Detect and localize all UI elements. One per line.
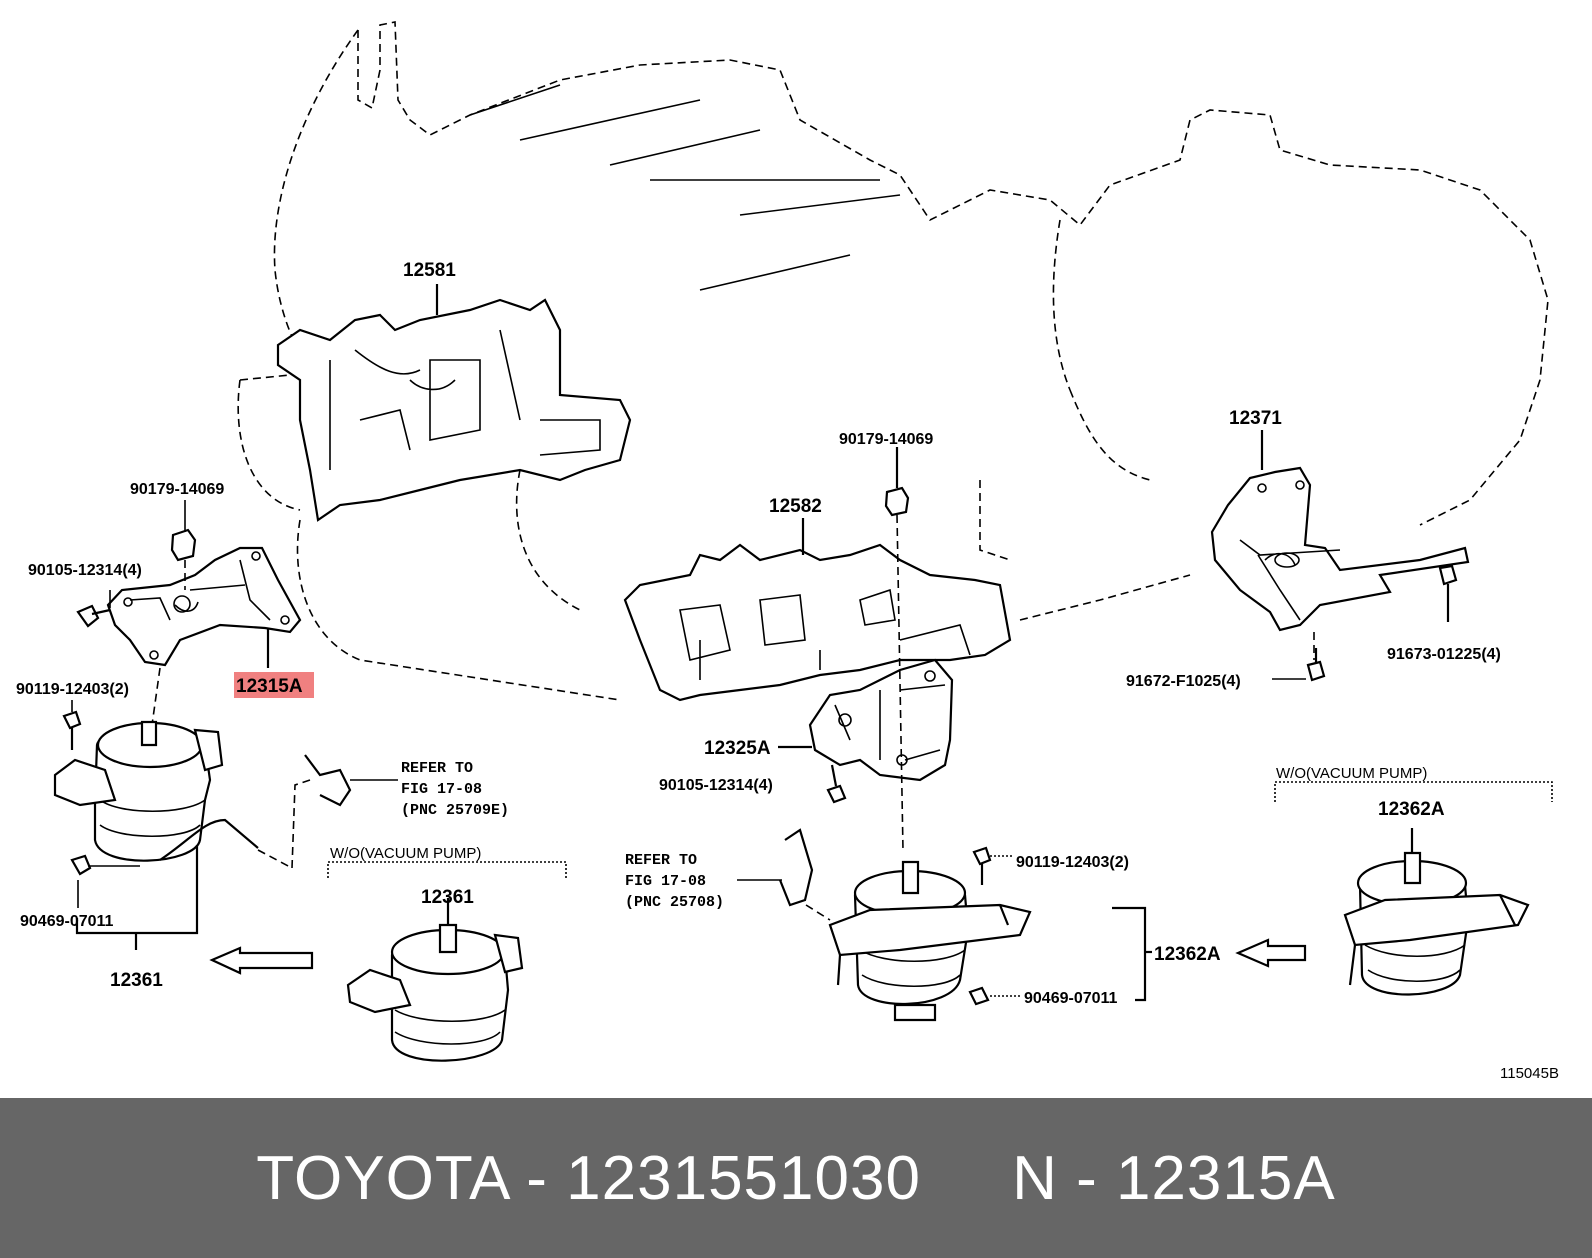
bolt-90105-left — [76, 604, 111, 628]
label-91673: 91673-01225(4) — [1387, 646, 1501, 663]
part-12371-bracket — [1210, 430, 1470, 682]
label-90179-left: 90179-14069 — [130, 481, 224, 498]
figure-id: 115045B — [1500, 1065, 1559, 1082]
mount-12362a-installed — [828, 846, 1032, 1022]
arrow-left — [209, 946, 314, 975]
label-90469-left: 90469-07011 — [20, 913, 114, 930]
label-90119-right: 90119-12403(2) — [1016, 854, 1129, 871]
condition-left-text: W/O(VACUUM PUMP) — [330, 845, 481, 862]
label-12582: 12582 — [769, 496, 822, 517]
condition-box-right — [1274, 781, 1553, 802]
label-90469-right: 90469-07011 — [1024, 990, 1118, 1007]
footer-bar: TOYOTA - 1231551030 N - 12315A — [0, 1098, 1592, 1258]
condition-right-text: W/O(VACUUM PUMP) — [1276, 765, 1427, 782]
part-12582-insulator — [623, 518, 1012, 702]
mount-12362a-variant — [1343, 828, 1530, 996]
part-12581-insulator — [276, 284, 632, 522]
part-12315a-bracket — [106, 546, 302, 668]
label-12362a-variant: 12362A — [1378, 799, 1445, 820]
label-91672: 91672-F1025(4) — [1126, 673, 1241, 690]
highlight-box — [234, 672, 314, 698]
label-90119-left: 90119-12403(2) — [16, 681, 129, 698]
mount-12361-installed — [53, 667, 293, 876]
part-12325a-bracket — [778, 658, 954, 804]
engine-mount-diagram: 12581 12582 12371 90179-14069 90179-1406… — [16, 21, 1559, 1082]
condition-box-left — [327, 861, 567, 878]
mount-12361-variant — [346, 898, 524, 1062]
label-12371: 12371 — [1229, 408, 1282, 429]
refer-mid-line2: FIG 17-08 — [625, 873, 706, 890]
nut-90179-mid — [884, 447, 910, 851]
arrow-right — [1235, 938, 1307, 968]
refer-mid-line3: (PNC 25708) — [625, 894, 724, 911]
label-90179-mid: 90179-14069 — [839, 431, 933, 448]
refer-left-clamp — [291, 754, 398, 869]
nut-90179-left — [170, 528, 197, 590]
label-12361-main: 12361 — [110, 970, 163, 991]
bracket-12362a — [1112, 906, 1147, 1002]
label-12361-variant: 12361 — [421, 887, 474, 908]
label-90105-mid: 90105-12314(4) — [659, 777, 773, 794]
label-12315a: 12315A — [236, 676, 303, 697]
refer-left-line1: REFER TO — [401, 760, 473, 777]
refer-mid-clamp — [737, 828, 831, 921]
refer-mid-line1: REFER TO — [625, 852, 697, 869]
label-12581: 12581 — [403, 260, 456, 281]
label-12362a-main: 12362A — [1154, 944, 1221, 965]
parts-diagram: 12581 12582 12371 90179-14069 90179-1406… — [16, 21, 1559, 1082]
refer-left-line2: FIG 17-08 — [401, 781, 482, 798]
label-90105-left: 90105-12314(4) — [28, 562, 142, 579]
label-12325a: 12325A — [704, 738, 771, 759]
footer-part-number: TOYOTA - 1231551030 N - 12315A — [256, 1143, 1336, 1213]
refer-left-line3: (PNC 25709E) — [401, 802, 509, 819]
